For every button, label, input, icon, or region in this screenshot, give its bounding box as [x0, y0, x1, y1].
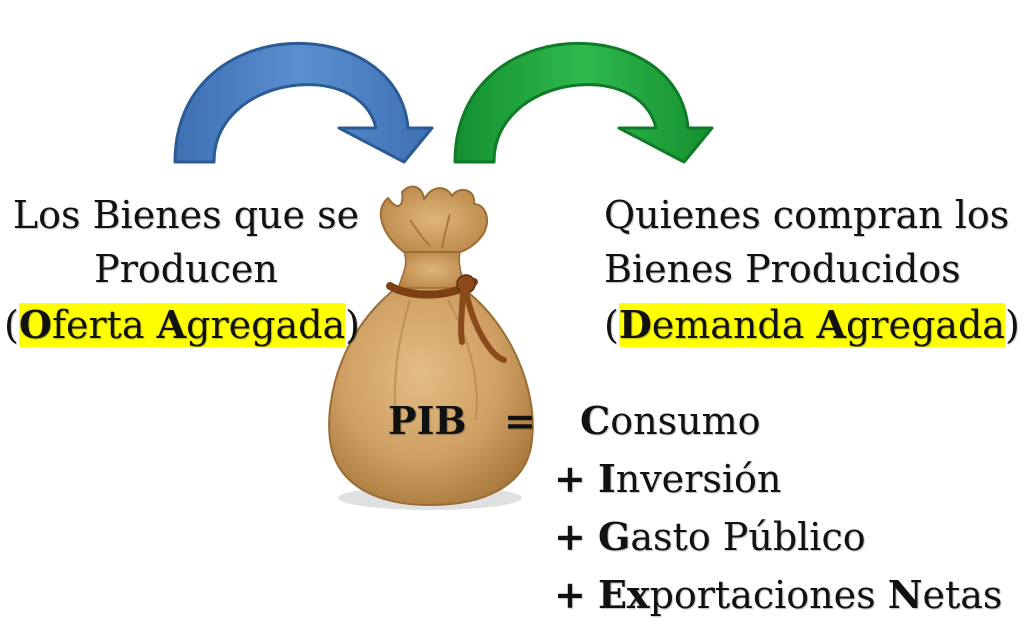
curved-arrow-green-icon	[453, 41, 714, 164]
supply-highlight: Oferta Agregada	[18, 302, 346, 347]
formula-term-gasto: + Gasto Público	[554, 514, 866, 559]
demand-highlight: Demanda Agregada	[618, 302, 1005, 347]
demand-description-line1: Quienes compran los	[604, 193, 1010, 237]
formula-term-consumo: Consumo	[580, 398, 761, 443]
formula-lhs: PIB	[388, 398, 467, 443]
demand-description-line2: Bienes Producidos	[604, 247, 961, 291]
formula-term-exportaciones: + Exportaciones Netas	[554, 572, 1003, 617]
right-line-1: Quienes compran los	[604, 188, 1009, 242]
money-bag-icon	[328, 185, 534, 510]
right-line-2: Bienes Producidos	[604, 242, 961, 296]
formula-equals: =	[504, 398, 536, 443]
supply-label: (Oferta Agregada)	[4, 302, 360, 347]
curved-arrow-blue-icon	[173, 41, 434, 164]
formula-term-inversion: + Inversión	[554, 456, 782, 501]
left-line-2: Producen	[0, 242, 372, 296]
supply-description-line2: Producen	[94, 247, 278, 291]
demand-label: (Demanda Agregada)	[604, 302, 1020, 347]
left-line-1: Los Bienes que se	[0, 188, 372, 242]
supply-description-line1: Los Bienes que se	[12, 193, 360, 237]
